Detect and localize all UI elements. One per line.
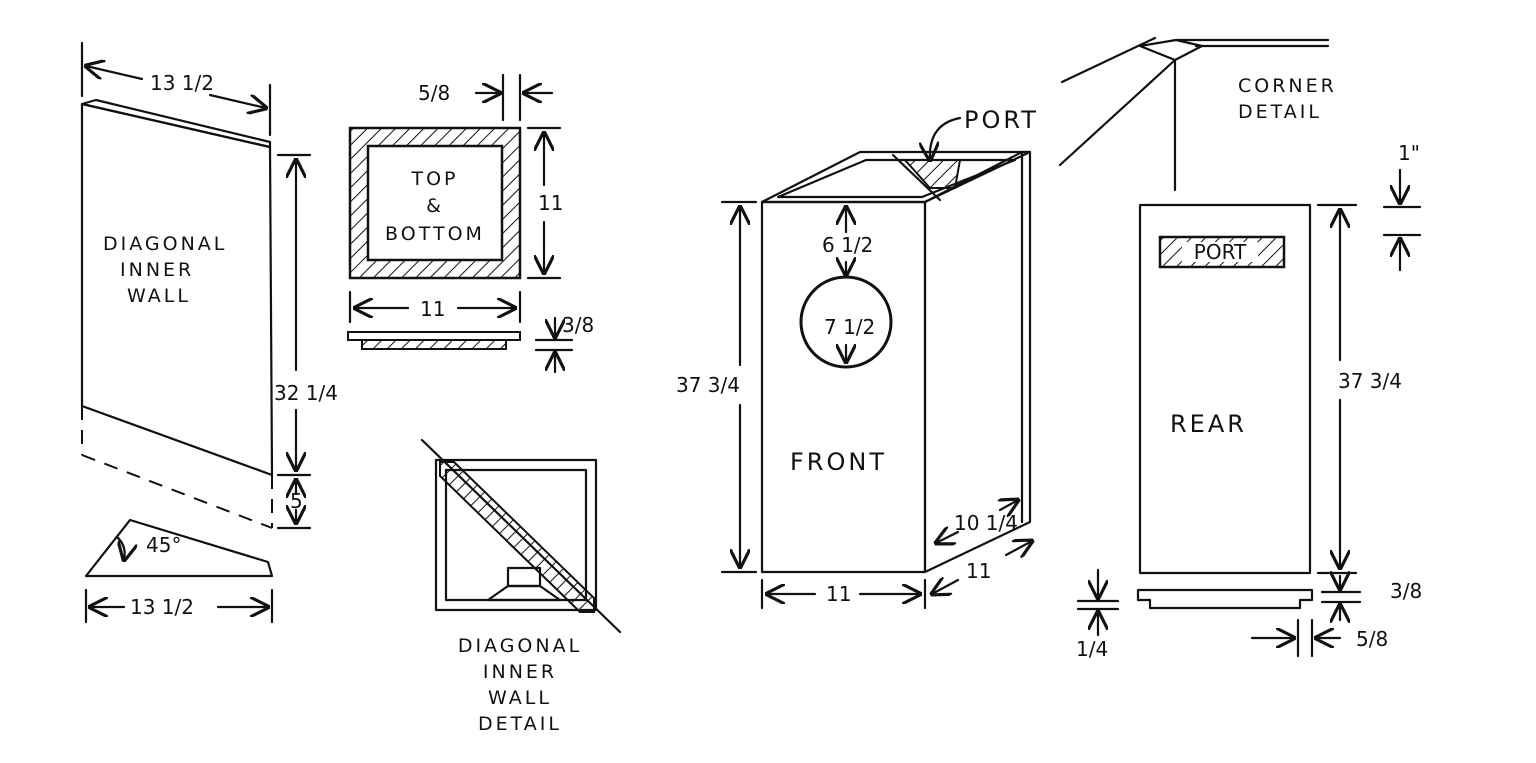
top-edge-profile-lower: [361, 339, 507, 350]
front-width-label: 11: [826, 582, 851, 606]
wall-height-label: 32 1/4: [274, 381, 338, 405]
port-offset-label: 1": [1398, 141, 1420, 165]
corner-label-line-1: CORNER: [1238, 75, 1337, 97]
rear-port-label-bg: [1182, 242, 1258, 262]
driver-diameter-label: 7 1/2: [824, 315, 875, 339]
wall-label-line-3: WALL: [127, 285, 191, 307]
port-arrow: [930, 116, 962, 160]
top-height-label: 11: [538, 191, 563, 215]
corner-label-line-2: DETAIL: [1238, 101, 1322, 123]
front-height-label: 37 3/4: [676, 373, 740, 397]
wall-width-arrow-right: [208, 93, 266, 108]
front-enclosure-view: PORT 6 1/2 7 1/2 FRONT 37 3/4 11 10 1/4 …: [676, 106, 1039, 610]
top-bottom-label-line-1: TOP: [410, 168, 458, 190]
side-inner-arrow-right: [1000, 500, 1018, 510]
corner-detail: CORNER DETAIL: [1058, 36, 1337, 192]
detail-diagonal-guide: [420, 438, 622, 634]
rear-port-label: PORT: [1194, 240, 1247, 264]
port-label: PORT: [964, 106, 1039, 134]
front-label: FRONT: [790, 448, 887, 476]
top-opening-inner: [776, 158, 1017, 199]
bevel-angle-label: 45°: [146, 533, 181, 557]
diagonal-wall-detail: DIAGONAL INNER WALL DETAIL: [420, 438, 622, 735]
wall-extension-bottom: [81, 454, 273, 529]
detail-label-line-2: INNER: [483, 661, 557, 683]
detail-label-line-3: WALL: [488, 687, 552, 709]
rear-panel: [1138, 203, 1312, 575]
wall-width-bottom-label: 13 1/2: [130, 595, 194, 619]
rear-edge-profile: [1136, 588, 1314, 610]
rear-edge-label: 3/8: [1390, 579, 1422, 603]
top-bottom-label-line-3: BOTTOM: [385, 223, 485, 245]
port-opening: [902, 159, 962, 189]
bevel-piece: [84, 518, 274, 578]
front-panel: [760, 200, 927, 574]
side-inner-arrow-left: [936, 532, 960, 543]
side-panel: [923, 150, 1032, 574]
wall-width-top-label: 13 1/2: [150, 71, 214, 95]
corner-line-upper: [1060, 36, 1157, 84]
detail-driver-magnet: [506, 566, 542, 588]
rear-lip-label: 1/4: [1076, 637, 1108, 661]
rear-label: REAR: [1170, 410, 1247, 438]
driver-offset-label: 6 1/2: [822, 233, 873, 257]
top-edge-profile-upper: [347, 331, 521, 341]
corner-notch: [1138, 38, 1204, 62]
detail-outer-box: [434, 458, 598, 612]
side-depth-label: 11: [966, 559, 991, 583]
top-panel-inner: [366, 144, 504, 262]
top-bottom-panel: TOP & BOTTOM 5/8 11 11 3/8: [347, 73, 594, 374]
rear-thickness-label: 5/8: [1356, 627, 1388, 651]
wall-width-arrow-left: [86, 66, 144, 81]
top-edge-label: 3/8: [562, 313, 594, 337]
detail-diagonal-wall: [439, 461, 595, 613]
top-opening: [760, 150, 1032, 204]
bevel-angle-arrow: [115, 535, 125, 560]
panel-thickness-top-label: 5/8: [418, 81, 450, 105]
wall-panel-top-edge: [80, 98, 272, 149]
side-depth-arrow-left: [932, 580, 960, 594]
driver-cutout: [799, 275, 893, 369]
side-depth-arrow-right: [1004, 541, 1032, 555]
top-bottom-label-line-2: &: [426, 195, 444, 217]
diagonal-inner-wall-panel: DIAGONAL INNER WALL 13 1/2 32 1/4 5 45° …: [80, 41, 338, 624]
wall-label-line-1: DIAGONAL: [103, 233, 227, 255]
detail-label-line-4: DETAIL: [478, 713, 562, 735]
side-inner-label: 10 1/4: [954, 511, 1018, 535]
detail-label-line-1: DIAGONAL: [458, 635, 582, 657]
rear-panel-view: PORT REAR 1" 37 3/4 3/8 1/4 5/8: [1076, 141, 1422, 661]
corner-line-lower: [1058, 58, 1177, 167]
wall-extension-label: 5: [290, 489, 303, 513]
rear-height-label: 37 3/4: [1338, 369, 1402, 393]
detail-driver-cone: [486, 584, 562, 602]
top-width-label: 11: [420, 297, 445, 321]
diagonal-wall-top: [891, 153, 942, 202]
wall-label-line-2: INNER: [120, 259, 194, 281]
